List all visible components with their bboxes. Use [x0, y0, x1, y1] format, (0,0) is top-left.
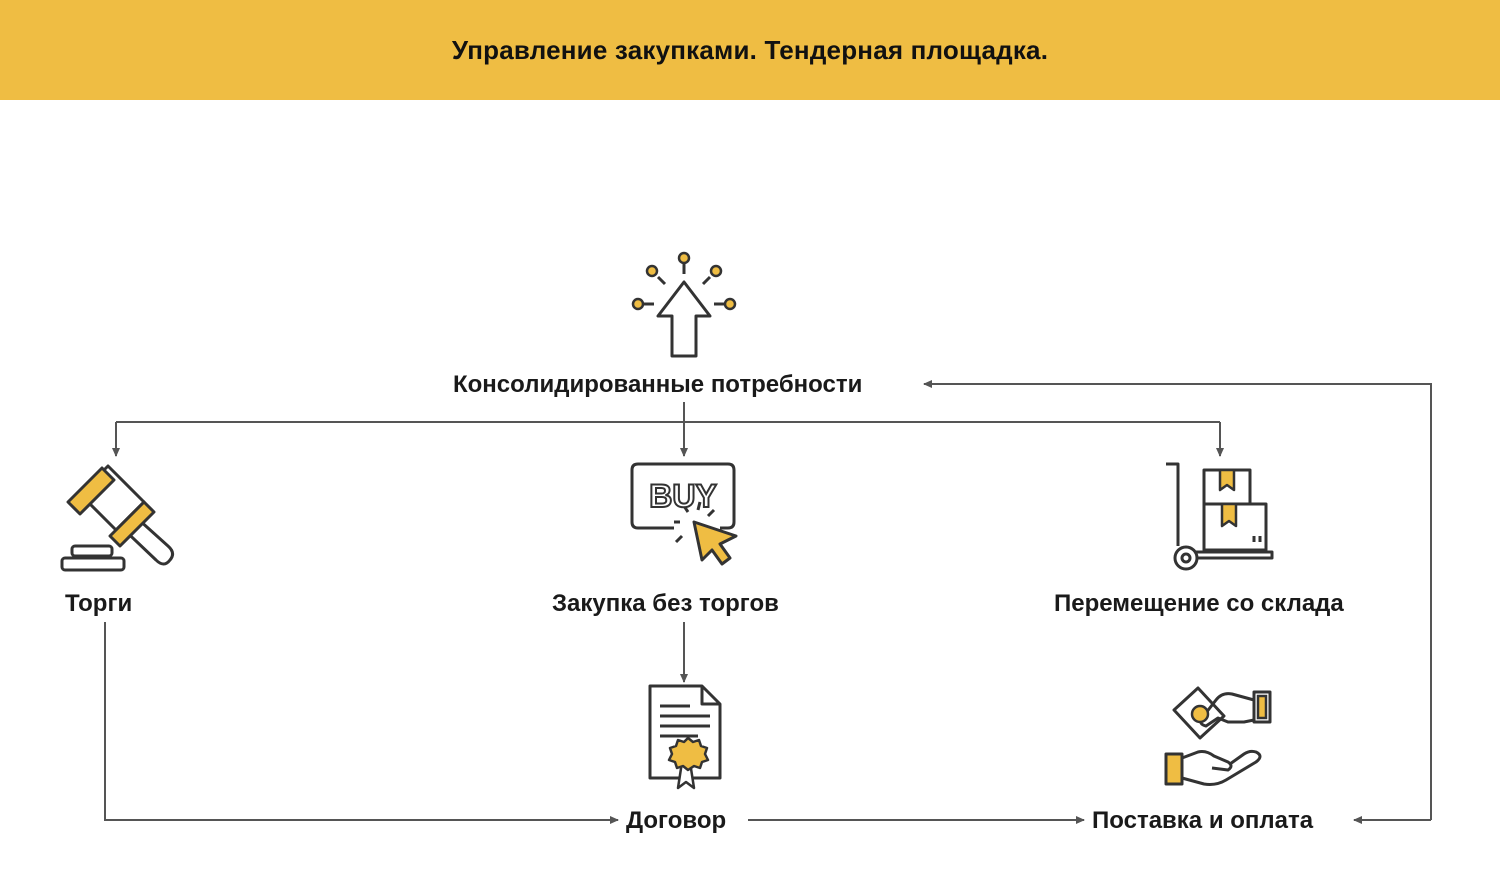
gavel-icon — [60, 464, 175, 572]
contract-certificate-icon — [648, 684, 722, 790]
connector-return-to-needs — [923, 380, 1432, 820]
node-tender: Торги — [63, 590, 135, 618]
cursor-click-icon — [631, 251, 737, 358]
hand-truck-boxes-icon — [1166, 462, 1274, 571]
buy-button-icon: BUY — [630, 462, 738, 566]
node-warehouse-transfer: Перемещение со склада — [1052, 590, 1346, 618]
header-bar: Управление закупками. Тендерная площадка… — [0, 0, 1500, 100]
buy-text: BUY — [649, 478, 717, 514]
page-title: Управление закупками. Тендерная площадка… — [451, 35, 1049, 65]
node-delivery-payment: Поставка и оплата — [1090, 807, 1316, 835]
node-contract: Договор — [624, 807, 729, 835]
node-consolidated-needs: Консолидированные потребности — [451, 371, 865, 399]
connector-tender-to-contract — [104, 622, 619, 824]
node-direct-purchase: Закупка без торгов — [550, 590, 781, 618]
hands-money-exchange-icon — [1164, 686, 1272, 786]
